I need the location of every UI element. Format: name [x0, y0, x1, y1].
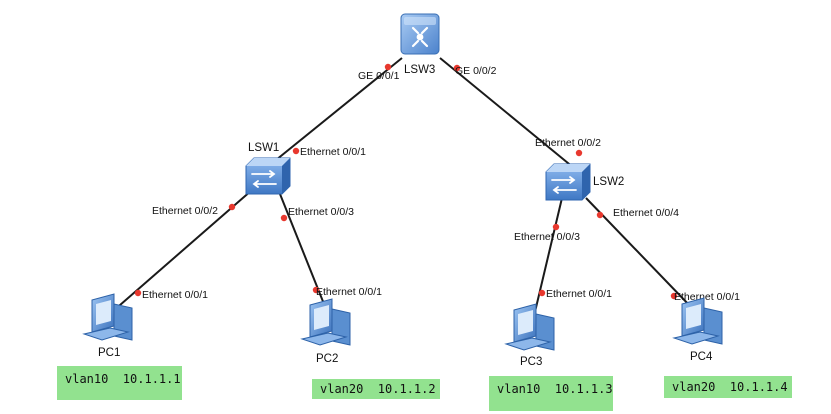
- switch-icon[interactable]: [245, 157, 291, 195]
- port-dot: [575, 149, 583, 157]
- pc-icon[interactable]: [504, 303, 555, 351]
- port-label-pc2-eth001: Ethernet 0/0/1: [316, 286, 382, 298]
- links-layer: [111, 57, 693, 317]
- port-dot: [384, 63, 392, 71]
- device-label-lsw2: LSW2: [593, 176, 624, 188]
- port-label-lsw2-eth002: Ethernet 0/0/2: [535, 137, 601, 149]
- port-dots-layer: [134, 63, 678, 300]
- port-label-lsw1-eth003: Ethernet 0/0/3: [288, 206, 354, 218]
- device-label-pc1: PC1: [98, 347, 120, 359]
- link-lsw2-pc4: [585, 197, 693, 309]
- port-label-lsw2-eth003: Ethernet 0/0/3: [514, 231, 580, 243]
- port-label-pc3-eth001: Ethernet 0/0/1: [546, 288, 612, 300]
- port-dot: [292, 147, 300, 155]
- port-dot: [312, 286, 320, 294]
- pc-icon[interactable]: [82, 293, 133, 341]
- device-label-lsw1: LSW1: [248, 142, 279, 154]
- switch-icon[interactable]: [545, 163, 591, 201]
- link-lsw2-pc3: [533, 197, 563, 317]
- link-lsw1-pc2: [279, 193, 325, 305]
- port-dot: [134, 289, 142, 297]
- pc-icon[interactable]: [300, 298, 351, 346]
- note-pc2: vlan20 10.1.1.2: [312, 379, 440, 399]
- device-label-lsw3: LSW3: [404, 64, 435, 76]
- port-dot: [596, 211, 604, 219]
- port-dot: [228, 203, 236, 211]
- link-lsw3-lsw1: [275, 57, 403, 161]
- port-dot: [670, 292, 678, 300]
- port-label-pc1-eth001: Ethernet 0/0/1: [142, 289, 208, 301]
- port-label-lsw2-eth004: Ethernet 0/0/4: [613, 207, 679, 219]
- port-dot: [538, 289, 546, 297]
- port-label-lsw1-eth002: Ethernet 0/0/2: [152, 205, 218, 217]
- port-label-lsw3-ge002: GE 0/0/2: [455, 65, 497, 77]
- device-label-pc3: PC3: [520, 356, 542, 368]
- core-switch-icon[interactable]: [400, 13, 440, 55]
- note-pc1: vlan10 10.1.1.1: [57, 366, 182, 400]
- port-label-lsw3-ge001: GE 0/0/1: [358, 70, 400, 82]
- port-dot: [280, 214, 288, 222]
- device-label-pc2: PC2: [316, 353, 338, 365]
- port-label-lsw1-eth001: Ethernet 0/0/1: [300, 146, 366, 158]
- port-labels-layer: GE 0/0/1 GE 0/0/2 Ethernet 0/0/1 Etherne…: [142, 65, 740, 303]
- port-dot: [453, 64, 461, 72]
- note-pc3: vlan10 10.1.1.3: [489, 376, 613, 411]
- pc-icon[interactable]: [672, 297, 723, 345]
- port-dot: [552, 223, 560, 231]
- link-lsw3-lsw2: [439, 57, 575, 169]
- port-label-pc4-eth001: Ethernet 0/0/1: [674, 291, 740, 303]
- device-label-pc4: PC4: [690, 351, 713, 363]
- note-pc4: vlan20 10.1.1.4: [664, 376, 792, 398]
